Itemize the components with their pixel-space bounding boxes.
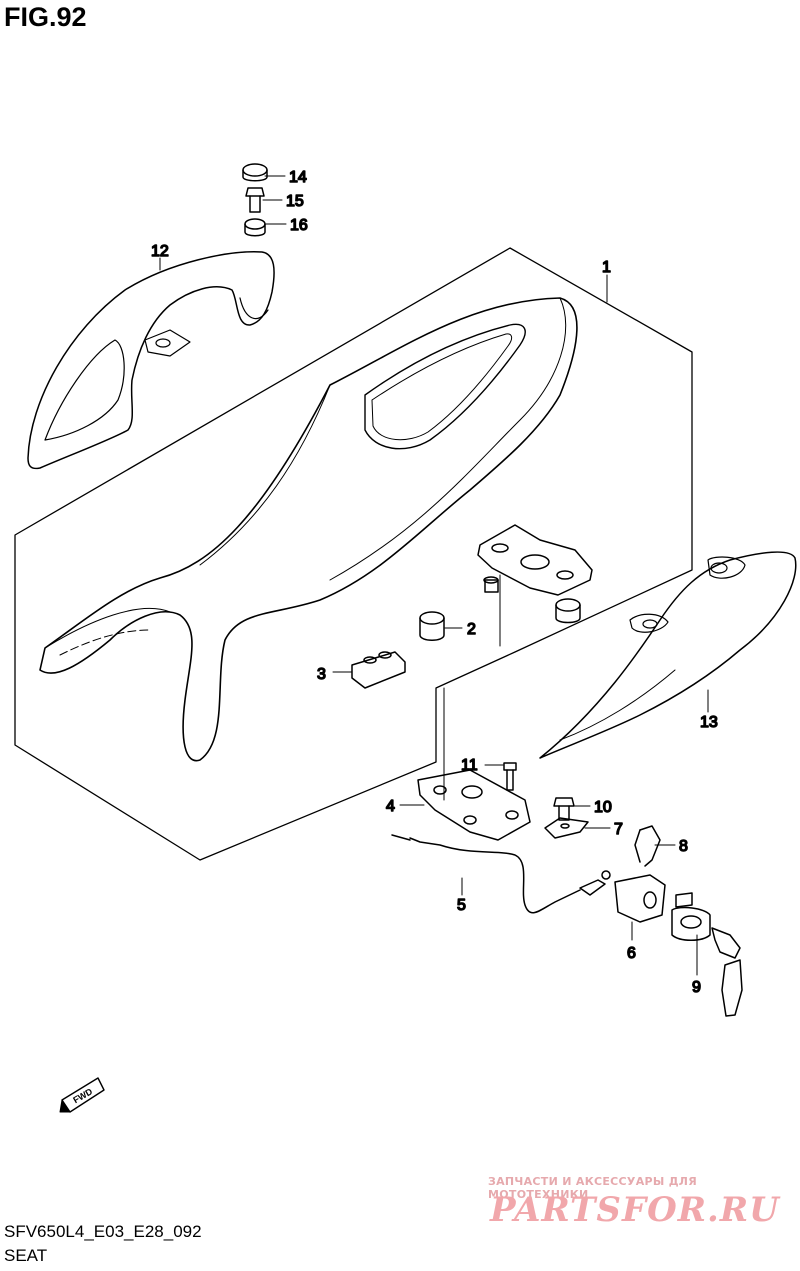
bolt xyxy=(245,187,265,213)
callout-14: 14 xyxy=(289,169,307,186)
callout-11: 11 xyxy=(461,757,478,774)
lock-cylinder xyxy=(671,892,711,941)
callout-15: 15 xyxy=(286,193,304,210)
grab-handle-left xyxy=(27,251,275,470)
callout-12: 12 xyxy=(151,243,169,260)
cushion xyxy=(419,611,445,641)
callout-3: 3 xyxy=(317,666,326,683)
key xyxy=(711,927,743,1017)
figure-title: FIG.92 xyxy=(4,2,87,32)
callout-10: 10 xyxy=(594,799,612,816)
spacer xyxy=(555,598,581,624)
callout-6: 6 xyxy=(627,945,636,962)
forward-arrow-icon: FWD xyxy=(59,1077,105,1113)
plate xyxy=(544,817,589,839)
section-name: SEAT xyxy=(4,1246,48,1265)
rubber-damper xyxy=(351,651,406,689)
seat xyxy=(39,297,578,762)
grab-handle-right xyxy=(539,551,797,759)
callout-4: 4 xyxy=(386,798,395,815)
cap xyxy=(242,163,268,182)
watermark-logo: PARTSFOR.RU xyxy=(490,1190,780,1230)
assembly-outline xyxy=(14,247,693,861)
model-code: SFV650L4_E03_E28_092 xyxy=(4,1222,202,1241)
washer xyxy=(244,218,266,237)
callout-7: 7 xyxy=(614,821,623,838)
seat-lock xyxy=(417,769,531,841)
callout-13: 13 xyxy=(700,714,718,731)
screw xyxy=(503,762,517,791)
clip xyxy=(634,825,661,867)
seat-bracket xyxy=(477,524,593,596)
lock-bracket xyxy=(614,874,666,923)
seat-lock-cable xyxy=(391,834,611,914)
watermark-tagline: ЗАПЧАСТИ И АКСЕССУАРЫ ДЛЯ МОТОТЕХНИКИ xyxy=(488,1175,698,1201)
callout-9: 9 xyxy=(692,979,701,996)
callout-16: 16 xyxy=(290,217,308,234)
callout-8: 8 xyxy=(679,838,688,855)
spacer xyxy=(483,576,499,593)
callout-1: 1 xyxy=(602,259,611,276)
leader-lines xyxy=(159,175,709,976)
bolt xyxy=(553,797,575,821)
callout-2: 2 xyxy=(467,621,476,638)
callout-5: 5 xyxy=(457,897,466,914)
